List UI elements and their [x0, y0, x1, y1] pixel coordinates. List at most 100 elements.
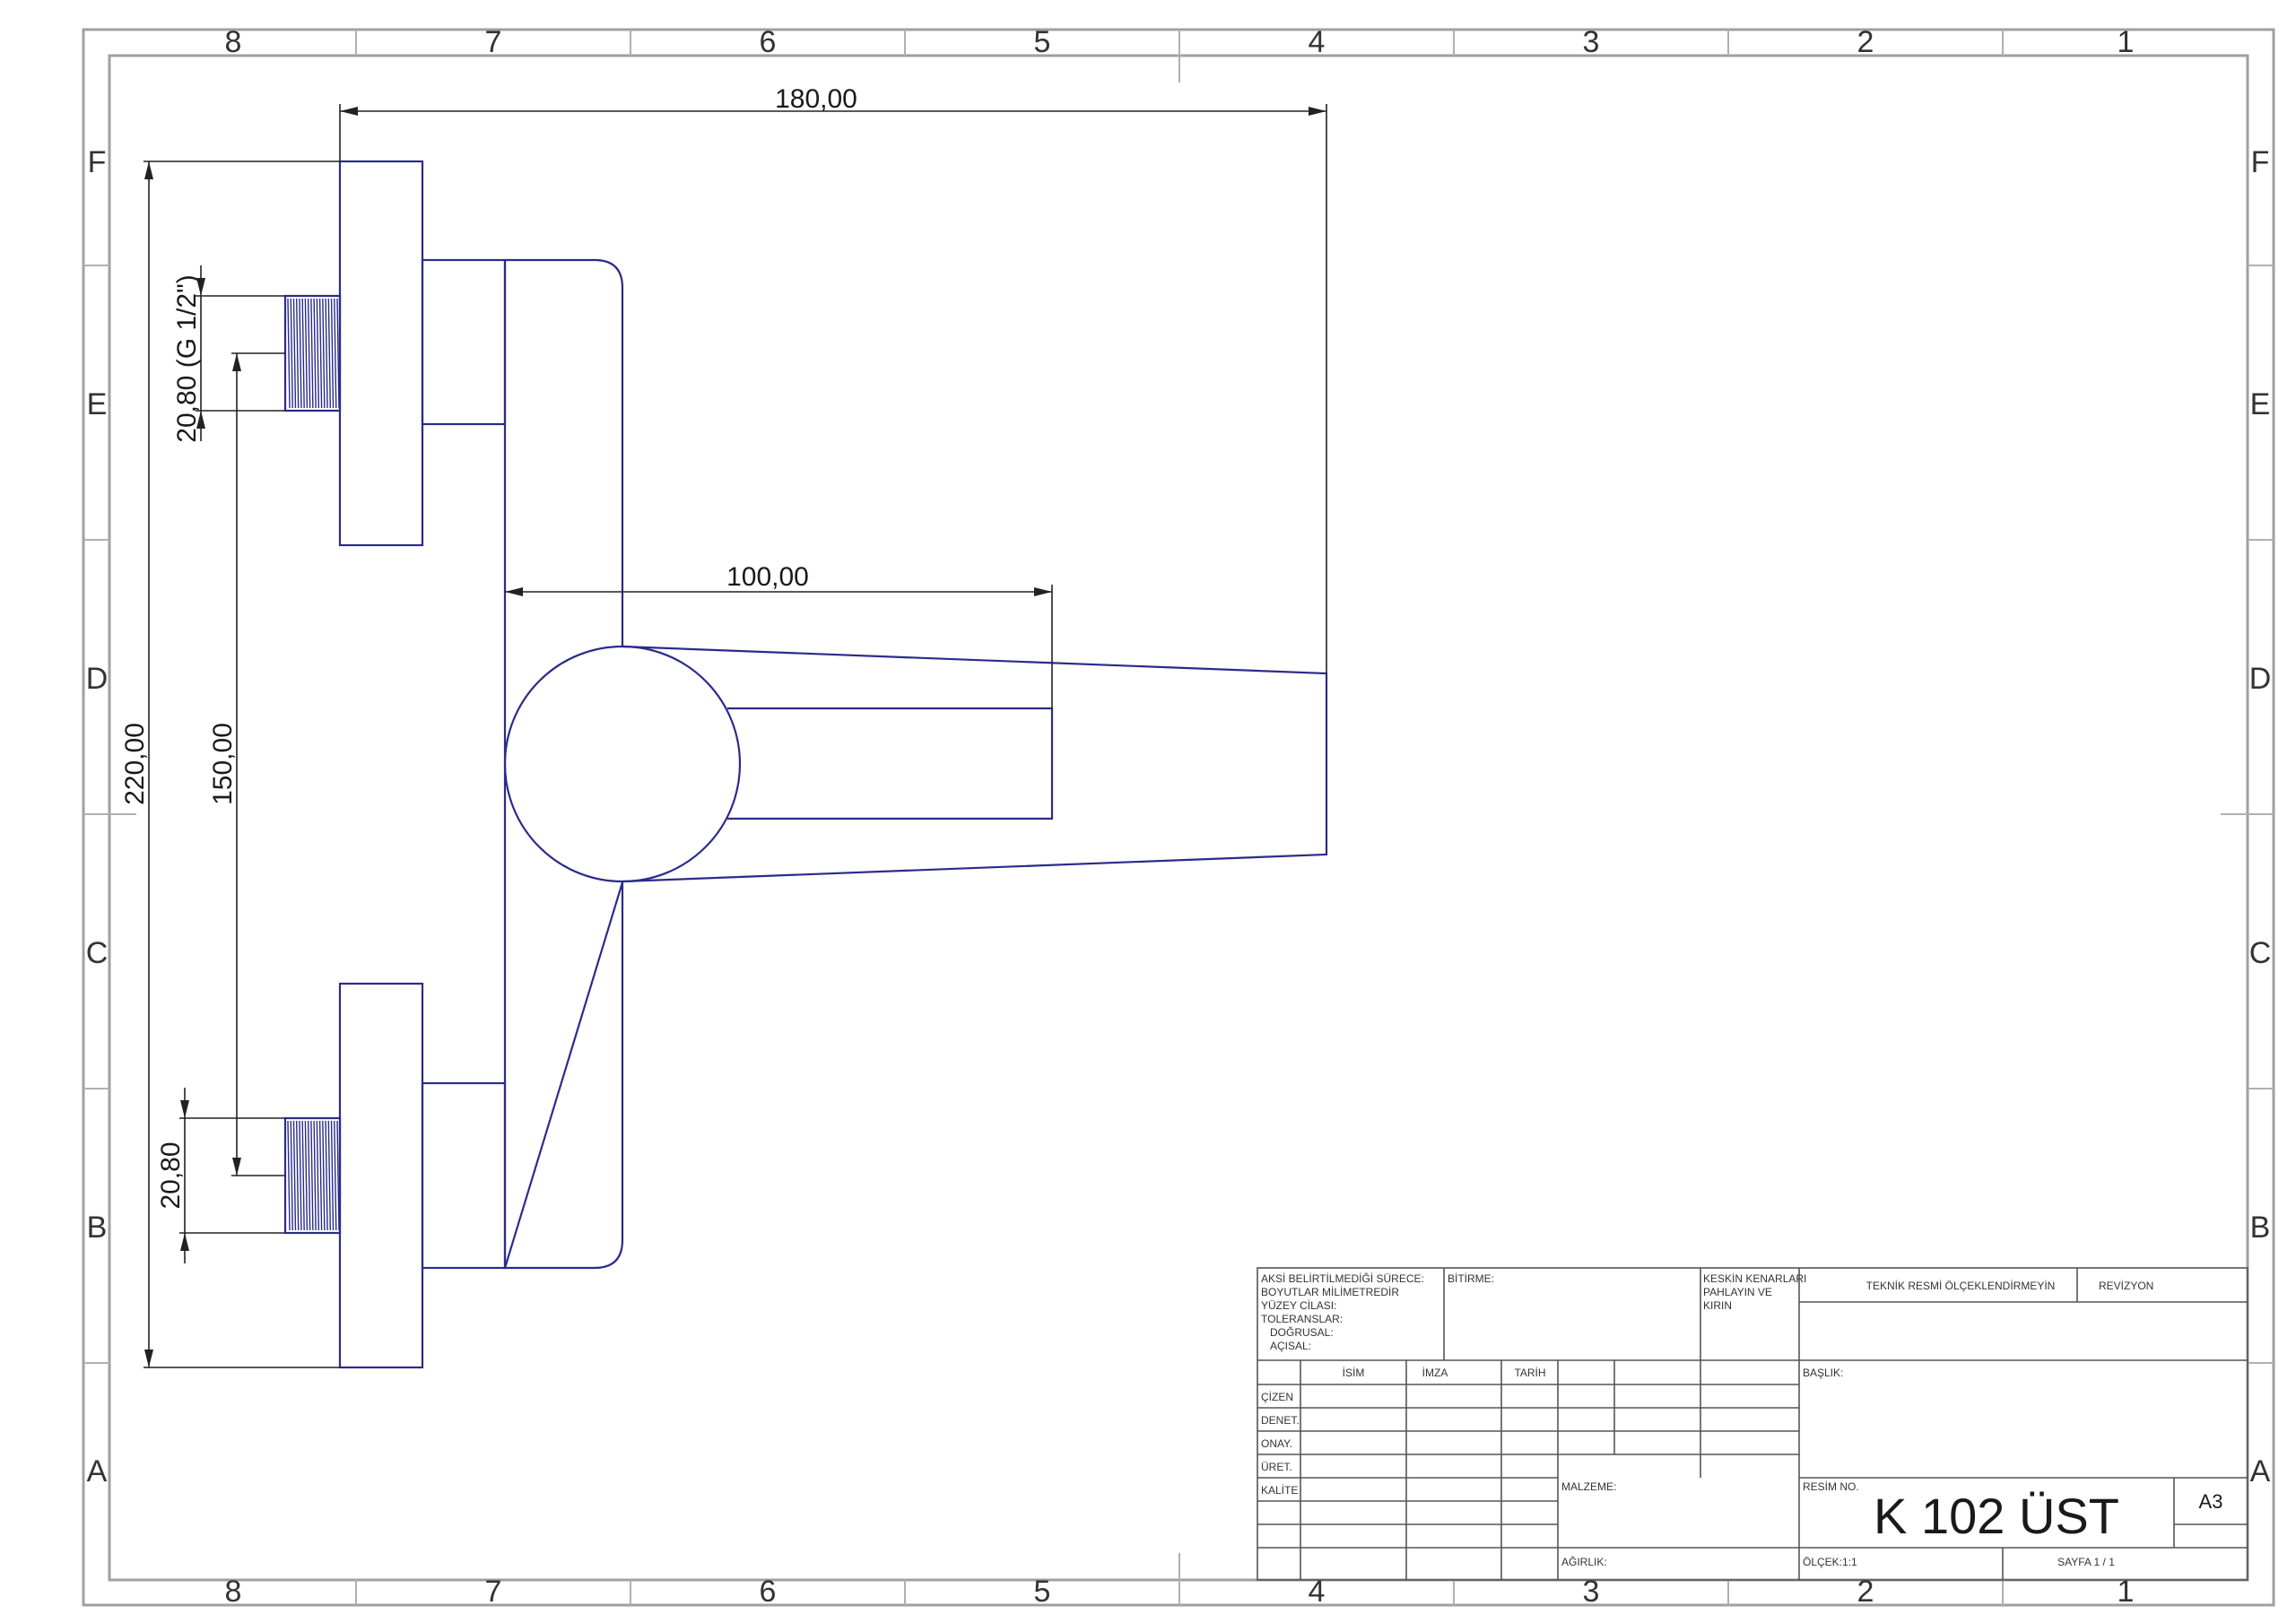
thread-line [322, 298, 326, 409]
thread-line [307, 298, 311, 409]
spout-rect [727, 707, 1054, 820]
row-drawn: ÇİZEN [1261, 1391, 1293, 1403]
zone-col-4-top: 4 [1309, 25, 1326, 59]
note-line-3: YÜZEY CİLASI: [1261, 1299, 1336, 1312]
zone-row-d-left: D [86, 662, 109, 696]
sheet-border [82, 28, 2275, 1607]
dimension-180: 180,00 [339, 84, 1327, 673]
cartridge-circle [503, 645, 742, 883]
sheet-size: A3 [2199, 1490, 2223, 1513]
row-checked: DENET. [1261, 1414, 1300, 1427]
drawing-no-label: RESİM NO. [1803, 1480, 1859, 1493]
thread-line [318, 298, 323, 409]
part-outline [283, 160, 1328, 1369]
zone-row-b-left: B [87, 1211, 108, 1245]
revision-label: REVİZYON [2099, 1280, 2153, 1292]
thread-line [292, 1120, 297, 1231]
zone-row-c-right: C [2249, 936, 2272, 970]
zone-col-7-bottom: 7 [485, 1575, 502, 1609]
zone-columns-bottom: 8 7 6 5 4 3 2 1 [225, 1575, 2135, 1609]
edges-note-2: PAHLAYIN VE [1703, 1286, 1772, 1298]
thread-line [296, 298, 300, 409]
thread-line [313, 298, 317, 409]
dimension-thread-top: 20,80 (G 1/2") [172, 265, 285, 443]
zone-row-d-right: D [2249, 662, 2272, 696]
zone-rows-left: F E D C B A [86, 145, 109, 1488]
thread-line [327, 1120, 331, 1231]
thread-line [325, 298, 328, 409]
thread-line [322, 1120, 326, 1231]
note-line-1: AKSİ BELİRTİLMEDİĞİ SÜRECE: [1261, 1271, 1424, 1285]
bottom-flange [338, 982, 424, 1369]
zone-row-f-left: F [88, 145, 107, 179]
edges-note-1: KESKİN KENARLARI [1703, 1272, 1806, 1285]
zone-col-7-top: 7 [485, 25, 502, 59]
dim-inlet-spacing: 150,00 [208, 723, 238, 805]
thread-line [299, 298, 302, 409]
zone-columns-top: 8 7 6 5 4 3 2 1 [225, 25, 2135, 59]
thread-line [336, 298, 340, 409]
note-line-6: AÇISAL: [1270, 1340, 1311, 1352]
title-label: BAŞLIK: [1803, 1367, 1843, 1379]
note-line-5: DOĞRUSAL: [1270, 1325, 1334, 1339]
weight-label: AĞIRLIK: [1561, 1555, 1607, 1568]
zone-col-4-bottom: 4 [1309, 1575, 1326, 1609]
dim-thread-top: 20,80 (G 1/2") [172, 274, 202, 442]
thread-line [307, 1120, 311, 1231]
dont-scale-note: TEKNİK RESMİ ÖLÇEKLENDİRMEYİN [1866, 1280, 2056, 1292]
thread-line [290, 1120, 293, 1231]
zone-col-1-top: 1 [2118, 25, 2135, 59]
zone-row-c-left: C [86, 936, 109, 970]
thread-line [310, 298, 314, 409]
row-manufacturing: ÜRET. [1261, 1461, 1292, 1473]
thread-line [287, 1120, 291, 1231]
zone-col-6-bottom: 6 [760, 1575, 777, 1609]
thread-line [330, 298, 335, 409]
zone-col-8-top: 8 [225, 25, 242, 59]
dimension-100: 100,00 [505, 562, 1053, 708]
drawing-number: K 102 ÜST [1874, 1488, 2119, 1544]
thread-line [316, 1120, 320, 1231]
thread-line [325, 1120, 328, 1231]
row-approved: ONAY. [1261, 1437, 1292, 1450]
scale-label: ÖLÇEK:1:1 [1803, 1556, 1857, 1568]
thread-line [327, 298, 331, 409]
dimension-thread-bottom: 20,80 [156, 1088, 285, 1263]
thread-line [316, 298, 320, 409]
dim-overall-height: 220,00 [120, 723, 150, 805]
lever-taper [622, 645, 1328, 883]
thread-line [304, 298, 309, 409]
dim-overall-width: 180,00 [775, 84, 857, 114]
zone-col-2-bottom: 2 [1857, 1575, 1874, 1609]
thread-line [301, 1120, 305, 1231]
dim-thread-bottom: 20,80 [156, 1141, 186, 1209]
zone-row-b-right: B [2250, 1211, 2271, 1245]
row-quality: KALİTE [1261, 1484, 1298, 1497]
dimension-150: 150,00 [208, 352, 285, 1176]
zone-row-e-left: E [87, 387, 108, 421]
finish-label: BİTİRME: [1448, 1272, 1494, 1285]
thread-line [287, 298, 291, 409]
zone-col-8-bottom: 8 [225, 1575, 242, 1609]
thread-line [290, 298, 293, 409]
col-sign-header: İMZA [1422, 1367, 1448, 1379]
thread-line [292, 298, 297, 409]
zone-col-5-top: 5 [1034, 25, 1051, 59]
top-connector [421, 258, 507, 426]
zone-col-2-top: 2 [1857, 25, 1874, 59]
zone-row-a-right: A [2250, 1454, 2271, 1488]
thread-line [330, 1120, 335, 1231]
mixer-body [503, 258, 624, 1270]
thread-line [336, 1120, 340, 1231]
thread-line [299, 1120, 302, 1231]
sheet-label: SAYFA 1 / 1 [2057, 1556, 2115, 1568]
zone-row-a-left: A [87, 1454, 108, 1488]
thread-line [310, 1120, 314, 1231]
col-name-header: İSİM [1343, 1367, 1365, 1379]
col-date-header: TARİH [1514, 1367, 1545, 1379]
top-flange [338, 160, 424, 547]
thread-line [318, 1120, 323, 1231]
thread-line [313, 1120, 317, 1231]
note-line-4: TOLERANSLAR: [1261, 1313, 1343, 1325]
zone-col-1-bottom: 1 [2118, 1575, 2135, 1609]
